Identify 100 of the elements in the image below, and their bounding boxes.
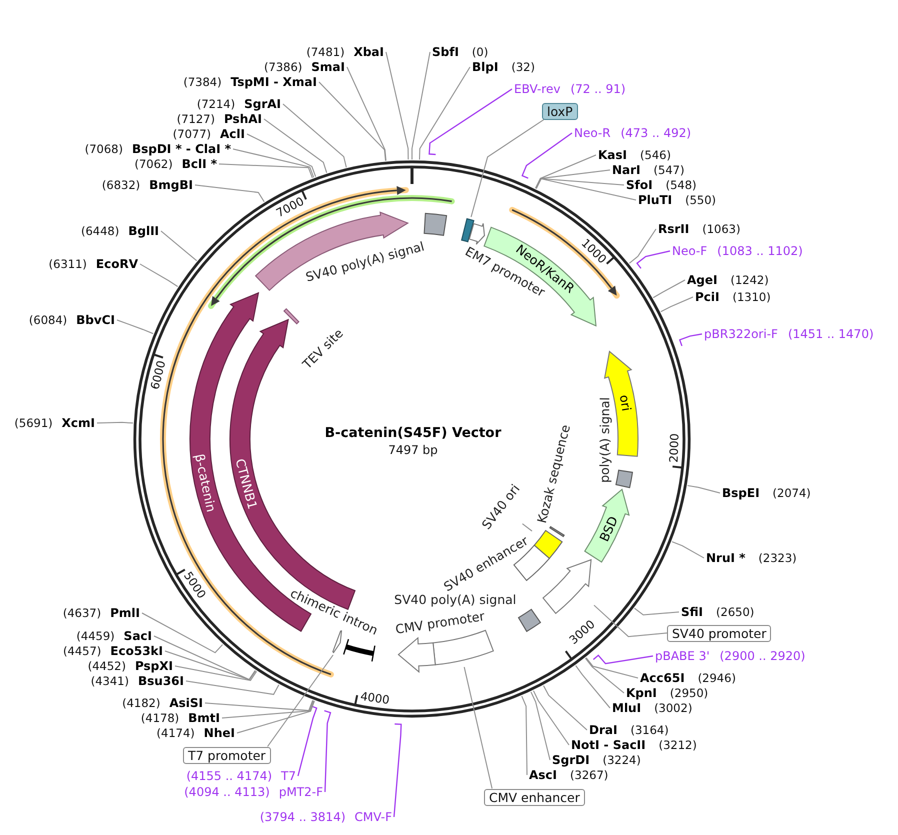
feature-name: CTNNB1 [232,456,260,510]
enzyme-name: BmgBI [149,178,193,192]
cut-position: (4457) [63,644,102,658]
leader-line [428,88,512,156]
leader-line [232,148,314,178]
cut-position: (546) [640,148,671,162]
enzyme-name: NruI * [706,551,746,565]
feature-name: ori [616,394,634,413]
enzyme-name: Eco53kI [110,644,163,658]
leader-line [186,680,280,695]
enzyme-name: AgeI [687,273,718,287]
enzyme-name: SgrDI [552,753,590,767]
primer-range: (473 .. 492) [620,126,692,140]
cut-position: (4459) [76,629,115,643]
leader-line [412,52,430,160]
leader-line [297,705,318,776]
leader-line [530,691,550,760]
enzyme-name: SmaI [311,60,345,74]
leader-line [264,118,328,174]
enzyme-name: BmtI [188,711,220,725]
leader-line [218,164,313,178]
enzyme-name: BclI * [182,157,217,171]
leader-line [96,422,134,424]
cut-position: (3164) [630,723,669,737]
enzyme-name: PshAI [224,112,262,126]
feature-name: SV40 poly(A) signal [394,593,516,608]
cut-position: (7386) [264,60,302,74]
enzyme-name: AclI [220,127,245,141]
cut-position: (7068) [84,142,123,156]
leader-line [628,228,656,264]
enzyme-name: SfiI [681,605,704,619]
leader-line [521,132,572,179]
enzyme-name: RsrII [658,222,690,236]
leader-line [535,178,624,189]
leader-line [584,658,624,694]
enzyme-name: BglII [128,224,159,238]
leader-line [535,154,596,189]
cut-position: (1063) [702,222,740,236]
cut-position: (4452) [88,659,126,673]
enzyme-name: KpnI [626,686,657,700]
leader-line [634,608,680,616]
enzyme-name: NarI [612,163,641,177]
primer-name: pMT2-F [278,785,323,799]
cut-position: (550) [685,193,716,207]
enzyme-name: XcmI [62,416,95,430]
leader-line [536,178,636,200]
feature-label: loxP [542,102,578,120]
enzyme-name: DraI [589,723,618,737]
leader-line [116,320,154,334]
enzyme-name: PspXI [134,659,173,673]
enzyme-name: PluTI [638,193,672,207]
enzyme-name: SgrAI [244,97,281,111]
leader-line [575,665,610,708]
leader-line [521,696,528,776]
cut-position: (5691) [14,416,53,430]
cut-position: (7077) [172,127,212,141]
cut-position: (32) [511,60,535,74]
feature-segment [467,221,487,246]
cut-position: (7384) [183,75,222,89]
feature-box [422,211,449,238]
tick-label: 6000 [148,359,168,391]
leader-line [204,700,314,712]
leader-line [386,52,409,160]
cut-position: (7481) [306,45,345,59]
cut-position: (3002) [654,701,692,715]
leader-line [194,184,265,202]
cut-position: (4182) [122,696,160,710]
enzyme-name: KasI [598,148,628,162]
leader-line [636,250,670,269]
cut-position: (7062) [134,157,173,171]
cut-position: (2323) [758,551,797,565]
primer-name: CMV-F [354,810,392,824]
leader-line [267,654,334,747]
enzyme-name: XbaI [354,45,384,59]
leader-line [464,666,493,789]
enzyme-name: AsiSI [169,696,203,710]
feature-label: T7 promoter [183,746,271,764]
enzyme-name: SfoI [626,178,653,192]
feature-name: BSD [596,514,620,544]
leader-line [532,690,570,746]
feature-box [614,468,635,490]
primer-range: (2900 .. 2920) [720,649,806,663]
primer-name: pBR322ori-F [704,327,778,341]
feature-name: TEV site [300,326,346,372]
enzyme-name: BlpI [472,60,498,74]
cut-position: (1310) [732,290,771,304]
leader-line [543,685,588,730]
leader-line [652,280,686,298]
leader-line [154,636,256,680]
enzyme-name: Bsu36I [138,674,184,688]
leader-line [678,333,702,346]
cut-position: (6084) [28,313,68,327]
leader-line [222,700,314,718]
cut-position: (3212) [658,738,697,752]
leader-line [671,541,704,558]
leader-line [535,170,610,189]
cut-position: (1242) [730,273,769,287]
cut-position: (2946) [698,671,736,685]
enzyme-name: BbvCI [76,313,115,327]
primer-name: Neo-R [574,126,611,140]
